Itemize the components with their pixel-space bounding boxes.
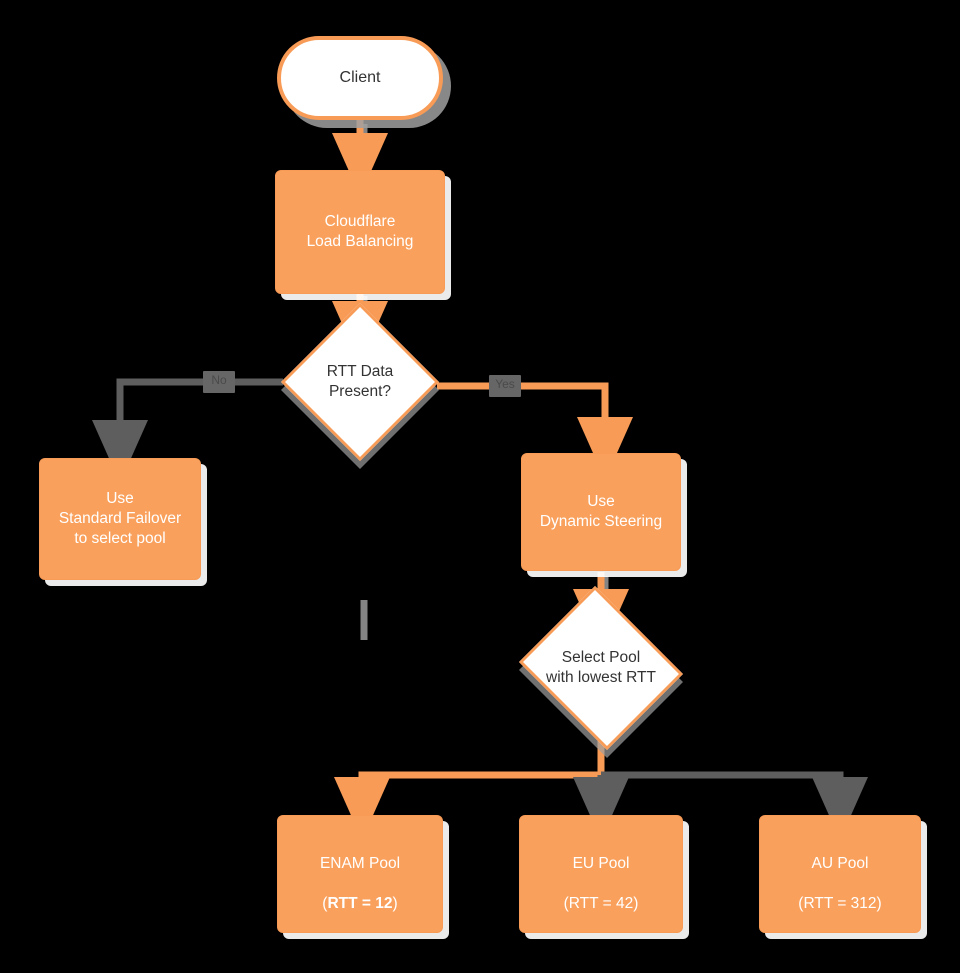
node-rtt-data-present-label: RTT Data Present? (326, 362, 394, 400)
node-enam-pool-paren-open: ( (322, 895, 328, 913)
node-au-pool-label: AU Pool (RTT = 312) (792, 834, 887, 915)
edge-label-yes: Yes (489, 375, 521, 397)
node-dynamic-steering[interactable]: Use Dynamic Steering (521, 453, 681, 571)
node-au-pool-rtt-value: (RTT = 312) (798, 895, 882, 913)
node-eu-pool-rtt-value: (RTT = 42) (563, 895, 639, 913)
edge-label-no: No (203, 371, 235, 393)
node-au-pool-line1: AU Pool (811, 854, 869, 872)
node-client-label: Client (339, 68, 381, 86)
node-standard-failover[interactable]: Use Standard Failover to select pool (39, 458, 201, 580)
node-enam-pool[interactable]: ENAM Pool (RTT = 12) (277, 815, 443, 933)
node-cloudflare-load-balancing[interactable]: Cloudflare Load Balancing (275, 170, 445, 294)
node-enam-pool-paren-close: ) (392, 895, 398, 913)
edge-rtt-no-to-failover (92, 378, 283, 483)
node-client[interactable]: Client (277, 36, 443, 120)
node-au-pool[interactable]: AU Pool (RTT = 312) (759, 815, 921, 933)
node-enam-pool-line1: ENAM Pool (319, 854, 401, 872)
node-standard-failover-label: Use Standard Failover to select pool (58, 489, 182, 548)
node-dynamic-steering-label: Use Dynamic Steering (539, 492, 663, 530)
node-enam-pool-label: ENAM Pool (RTT = 12) (314, 834, 406, 915)
node-eu-pool-line1: EU Pool (572, 854, 630, 872)
node-select-pool-lowest-rtt[interactable]: Select Pool with lowest RTT (513, 586, 689, 750)
edge-selectpool-to-enam (334, 740, 605, 840)
edge-rtt-yes-to-steering (437, 382, 633, 480)
node-eu-pool[interactable]: EU Pool (RTT = 42) (519, 815, 683, 933)
node-cloudflare-load-balancing-label: Cloudflare Load Balancing (306, 212, 414, 250)
node-eu-pool-label: EU Pool (RTT = 42) (558, 834, 645, 915)
node-enam-pool-rtt-value: RTT = 12 (327, 895, 393, 913)
node-select-pool-lowest-rtt-label: Select Pool with lowest RTT (546, 648, 656, 686)
node-rtt-data-present[interactable]: RTT Data Present? (281, 303, 439, 461)
edge-selectpool-to-au (601, 771, 868, 840)
